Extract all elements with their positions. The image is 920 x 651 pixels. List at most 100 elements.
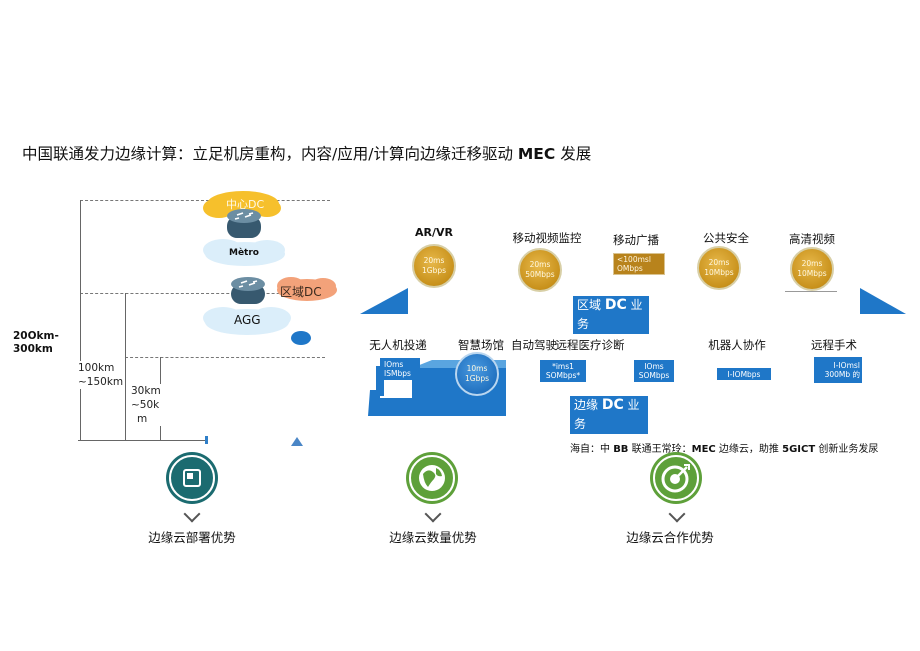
service-label-smart-venue: 智慧场馆 [458, 338, 504, 352]
note-part: BB [613, 444, 629, 455]
service-metric-autonomous-driving: *ims1 SOMbps* [540, 360, 586, 382]
service-metric-video-surveillance: 20ms 50Mbps [518, 248, 562, 292]
distance-label-200km: 20Okm- 300km [13, 330, 59, 356]
metric-line: I-IOmsI [833, 361, 860, 370]
note-part: 联通王常玲： [628, 444, 692, 455]
metric-line: 50Mbps [525, 270, 555, 279]
scale-line-1 [80, 200, 81, 440]
note-part: MEC [691, 444, 716, 455]
metric-line: 20ms [708, 258, 730, 267]
hd-video-underline [785, 291, 837, 292]
label-part: 业务 [577, 298, 643, 331]
network-nodes [203, 191, 337, 345]
center-dc-label: 中心DC [226, 198, 265, 211]
level-line-base [78, 440, 208, 441]
edge-dc-business-label: 边缘 DC 业务 [570, 396, 648, 434]
metric-line: 1Gbps [421, 266, 446, 275]
edge-node-icon [291, 331, 311, 345]
chevron-down-icon [424, 505, 442, 523]
metric-line: 10Mbps [704, 268, 734, 277]
service-label-drone-delivery: 无人机投递 [369, 338, 427, 352]
metric-line: 20ms [423, 256, 445, 265]
metric-line: 20ms [801, 259, 823, 268]
center-dc-cloud-icon [203, 191, 281, 218]
service-label-arvr: AR/VR [415, 226, 453, 239]
service-metric-hd-video: 20ms 10Mbps [790, 247, 834, 291]
note-part: 边缘云，助推 [715, 444, 783, 455]
advantage-label-deploy: 边缘云部署优势 [148, 530, 236, 545]
metric-line: SOMbps [638, 371, 670, 380]
agg-label: AGG [234, 313, 261, 327]
agg-router-icon [231, 277, 265, 304]
label-part: 业务 [574, 398, 640, 431]
service-label-telemedicine: 远程医疗诊断 [555, 338, 625, 352]
distance-text: 100km [78, 362, 115, 374]
edge-tick-icon [205, 436, 208, 444]
metric-line: <100msl [617, 255, 651, 264]
metric-line: ISMbps [384, 369, 411, 378]
metric-line: 1Gbps [464, 374, 489, 383]
advantage-label-cooperation: 边缘云合作优势 [626, 530, 714, 545]
metro-label: Mètro [229, 248, 259, 258]
note-part: 创新业务发尿 [815, 444, 879, 455]
service-metric-arvr: 20ms 1Gbps [412, 244, 456, 288]
metric-line: OMbps [617, 264, 643, 273]
label-part: 边缘 [574, 398, 602, 412]
service-metric-smart-venue: 10ms 1Gbps [455, 352, 499, 396]
service-metric-remote-surgery: I-IOmsI 300Mb 的 [814, 357, 862, 383]
metro-router-icon [227, 209, 261, 238]
globe-icon [409, 455, 455, 501]
regional-dc-label: 区域DC [280, 285, 322, 299]
level-line-agg [125, 357, 325, 358]
service-label-hd-video: 高清视频 [789, 232, 835, 246]
chevron-down-icon [668, 505, 686, 523]
agg-cloud-icon [203, 307, 291, 335]
distance-label-100km: 100km ~150km [78, 361, 124, 389]
service-label-robot-collaboration: 机器人协作 [708, 338, 766, 352]
metric-line: *ims1 [552, 362, 574, 371]
regional-dc-business-label: 区域 DC 业务 [573, 296, 649, 334]
title-prefix: 中国联通发力边缘计算：立足机房重构，内容/应用/计算向边缘迁移驱动 [22, 145, 518, 163]
distance-text: ~50k [131, 399, 160, 411]
edge-arrow-icon [291, 437, 303, 446]
service-metric-robot-collaboration: I-IOMbps [717, 368, 771, 380]
label-part: DC [604, 297, 627, 313]
metric-line: 10ms [466, 364, 488, 373]
level-line-center [80, 200, 330, 201]
distance-label-30km: 30km ~50k m [131, 384, 161, 426]
distance-text: ~150km [78, 376, 124, 388]
chevron-down-icon [183, 505, 201, 523]
title-bold: MEC [517, 145, 556, 163]
metric-line: IOms [644, 362, 664, 371]
label-part: 区域 [577, 298, 605, 312]
service-label-remote-surgery: 远程手术 [811, 338, 857, 352]
regional-ramp-right [860, 288, 906, 314]
metric-line: IOms [384, 360, 404, 369]
metric-line: 300Mb 的 [824, 370, 860, 379]
service-metric-public-safety: 20ms 10Mbps [697, 246, 741, 290]
note-part: 5GICT [782, 444, 816, 455]
advantage-label-quantity: 边缘云数量优势 [389, 530, 477, 545]
distance-text: 300km [13, 343, 53, 355]
service-metric-mobile-broadcast: <100msl OMbps [613, 253, 665, 275]
service-metric-telemedicine: IOms SOMbps [634, 360, 674, 382]
deploy-icon [169, 455, 215, 501]
service-label-mobile-broadcast: 移动广播 [613, 233, 659, 247]
metric-line: SOMbps* [545, 371, 581, 380]
distance-text: m [137, 413, 148, 425]
label-part: DC [601, 397, 624, 413]
deploy-advantage-icon [166, 452, 218, 504]
service-metric-drone-delivery: IOms ISMbps [380, 358, 420, 380]
scale-line-2 [125, 293, 126, 440]
service-label-autonomous-driving: 自动驾驶 [511, 338, 557, 352]
service-label-video-surveillance: 移动视频监控 [512, 231, 582, 245]
target-icon [653, 455, 699, 501]
page-title: 中国联通发力边缘计算：立足机房重构，内容/应用/计算向边缘迁移驱动 MEC 发展 [22, 142, 591, 164]
distance-text: 20Okm- [13, 330, 59, 342]
distance-text: 30km [131, 385, 161, 397]
title-suffix: 发展 [555, 145, 592, 163]
level-line-metro [80, 293, 320, 294]
service-label-public-safety: 公共安全 [703, 231, 749, 245]
metro-cloud-icon [203, 239, 285, 266]
metric-line: 20ms [529, 260, 551, 269]
